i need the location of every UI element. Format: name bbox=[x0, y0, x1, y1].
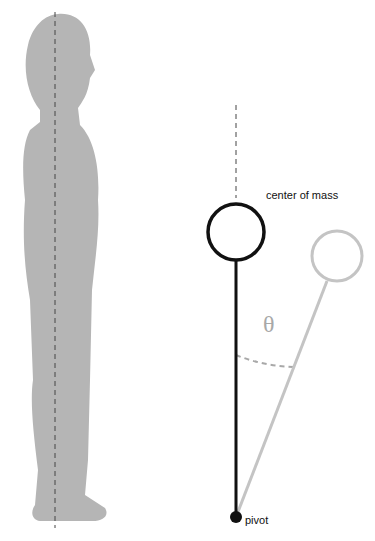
pivot-dot bbox=[230, 511, 242, 523]
center-of-mass-label: center of mass bbox=[266, 189, 338, 202]
human-silhouette bbox=[23, 14, 106, 521]
angle-symbol: θ bbox=[263, 310, 275, 339]
tilted-pendulum-rod bbox=[236, 281, 327, 517]
center-of-mass-circle bbox=[208, 204, 264, 260]
pendulum-rod bbox=[235, 260, 238, 517]
tilted-center-of-mass bbox=[312, 231, 362, 281]
pivot-label: pivot bbox=[245, 514, 268, 527]
body-axis-dashed bbox=[55, 12, 56, 528]
angle-arc-dashed bbox=[236, 355, 297, 367]
vertical-reference-dashed bbox=[236, 105, 237, 198]
